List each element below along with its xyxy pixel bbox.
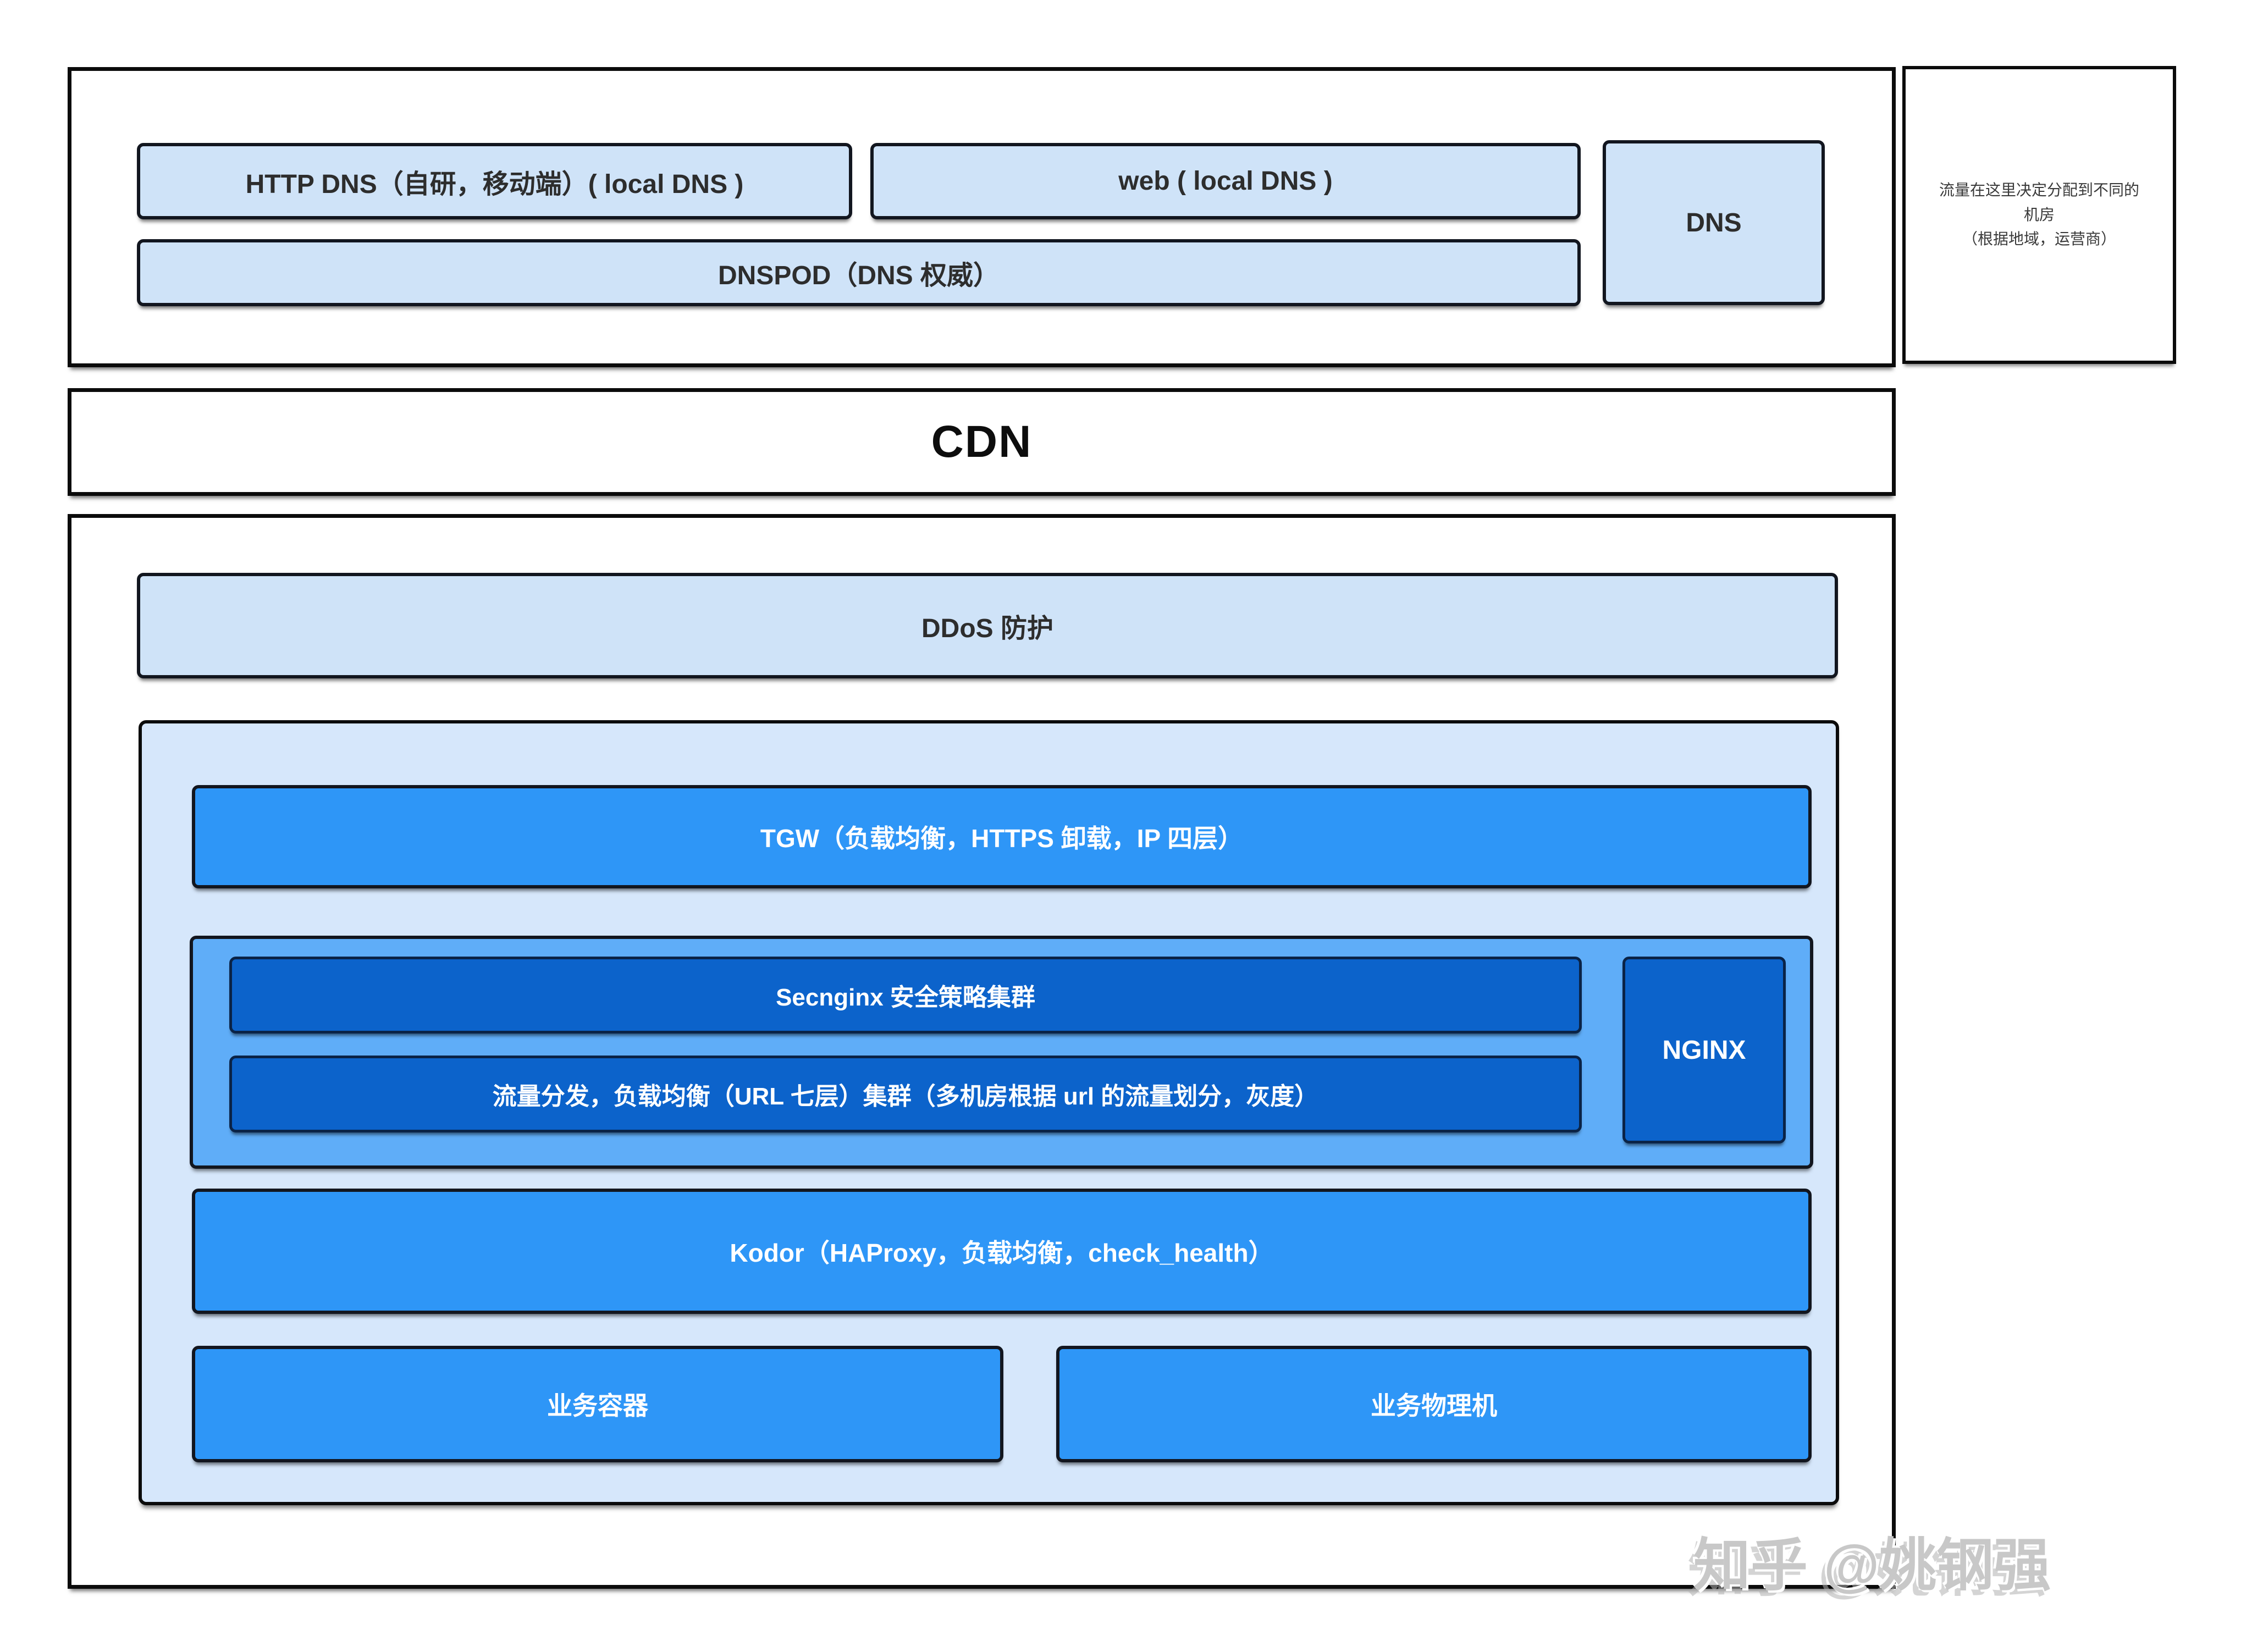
dnspod-box: DNSPOD（DNS 权威） [137, 239, 1581, 306]
biz-container-box: 业务容器 [192, 1346, 1003, 1462]
zhihu-watermark: 知乎 @姚钢强 [1693, 1534, 2051, 1598]
kodor-box: Kodor（HAProxy，负载均衡，check_health） [192, 1189, 1812, 1314]
cdn-box: CDN [68, 388, 1896, 496]
biz-physical-box: 业务物理机 [1056, 1346, 1812, 1462]
load-balancing-panel: TGW（负载均衡，HTTPS 卸载，IP 四层） Secnginx 安全策略集群… [139, 720, 1839, 1505]
note-line-2: 机房 [2023, 206, 2055, 223]
nginx-box: NGINX [1622, 957, 1786, 1143]
nginx-cluster-panel: Secnginx 安全策略集群 流量分发，负载均衡（URL 七层）集群（多机房根… [190, 936, 1813, 1169]
dns-box: DNS [1603, 140, 1825, 305]
note-line-1: 流量在这里决定分配到不同的 [1939, 181, 2139, 198]
web-local-dns-box: web ( local DNS ) [870, 143, 1581, 219]
infra-section-box: DDoS 防护 TGW（负载均衡，HTTPS 卸载，IP 四层） Secngin… [68, 514, 1896, 1589]
secnginx-box: Secnginx 安全策略集群 [229, 957, 1582, 1034]
note-line-3: （根据地域，运营商） [1962, 230, 2116, 248]
http-dns-box: HTTP DNS（自研，移动端）( local DNS ) [137, 143, 852, 219]
dns-section-box: HTTP DNS（自研，移动端）( local DNS ) web ( loca… [68, 67, 1896, 367]
traffic-routing-note-box: 流量在这里决定分配到不同的 机房 （根据地域，运营商） [1902, 66, 2176, 364]
ddos-protection-box: DDoS 防护 [137, 573, 1838, 678]
cdn-label: CDN [931, 417, 1033, 467]
tgw-box: TGW（负载均衡，HTTPS 卸载，IP 四层） [192, 785, 1812, 888]
traffic-split-box: 流量分发，负载均衡（URL 七层）集群（多机房根据 url 的流量划分，灰度） [229, 1056, 1582, 1132]
